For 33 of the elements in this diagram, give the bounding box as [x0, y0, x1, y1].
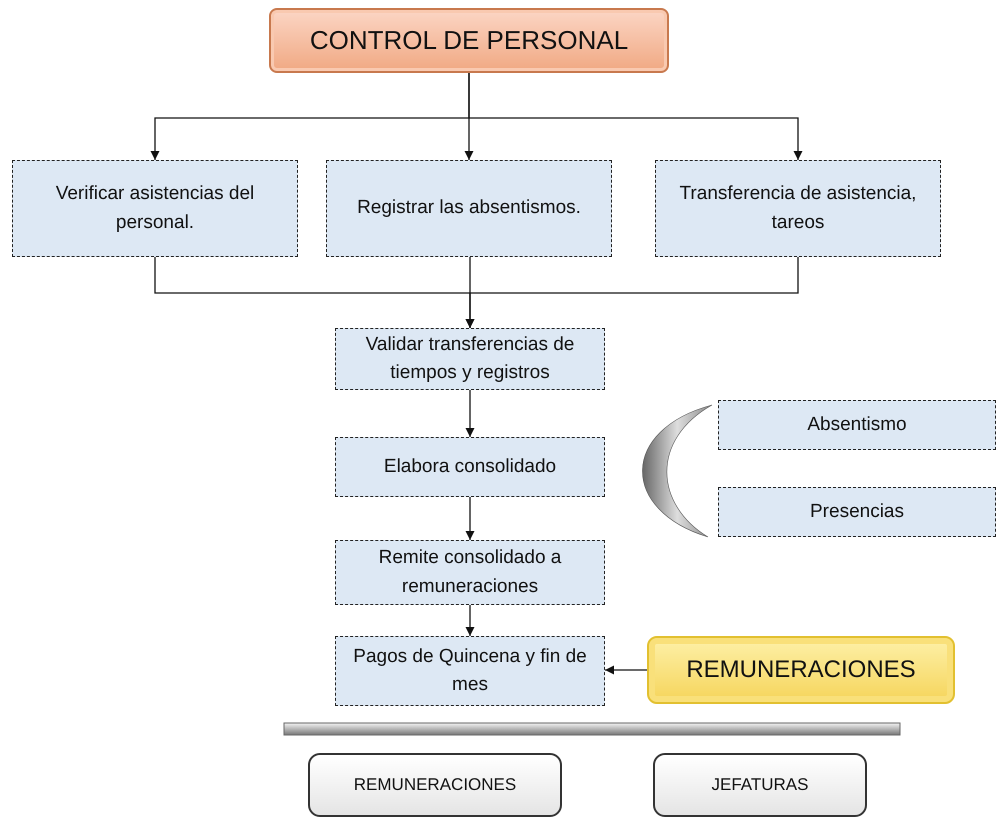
arrow	[465, 497, 475, 540]
arrow	[465, 390, 475, 437]
arrow	[605, 665, 647, 675]
node-label: CONTROL DE PERSONAL	[310, 25, 628, 56]
process-box	[326, 160, 612, 257]
title-box	[269, 8, 669, 73]
highlight-box	[647, 636, 955, 704]
process-box	[718, 487, 996, 537]
node-label: Transferencia de asistencia, tareos	[678, 182, 918, 234]
node-label: Validar transferencias de tiempos y registros	[364, 332, 576, 385]
bracket-shape	[642, 404, 712, 538]
node-label: Elabora consolidado	[384, 454, 556, 479]
tab-box	[308, 753, 562, 817]
process-box	[655, 160, 941, 257]
arrow	[465, 605, 475, 636]
node-label: Pagos de Quincena y fin de mes	[352, 644, 588, 697]
node-label: Verificar asistencias del personal.	[54, 182, 256, 234]
tab-box	[653, 753, 867, 817]
process-box	[12, 160, 298, 257]
node-label: Absentismo	[807, 412, 907, 437]
node-label: JEFATURAS	[712, 775, 808, 795]
process-box	[335, 328, 605, 390]
node-label: REMUNERACIONES	[354, 775, 516, 795]
arrow	[465, 257, 799, 328]
node-label: Remite consolidado a remuneraciones	[378, 546, 562, 598]
process-box	[335, 437, 605, 497]
node-label: REMUNERACIONES	[686, 656, 916, 684]
process-box	[335, 636, 605, 706]
process-box	[335, 540, 605, 605]
process-box	[718, 400, 996, 450]
arrow	[468, 73, 803, 160]
node-label: Presencias	[810, 500, 904, 524]
node-label: Registrar las absentismos.	[357, 196, 581, 220]
